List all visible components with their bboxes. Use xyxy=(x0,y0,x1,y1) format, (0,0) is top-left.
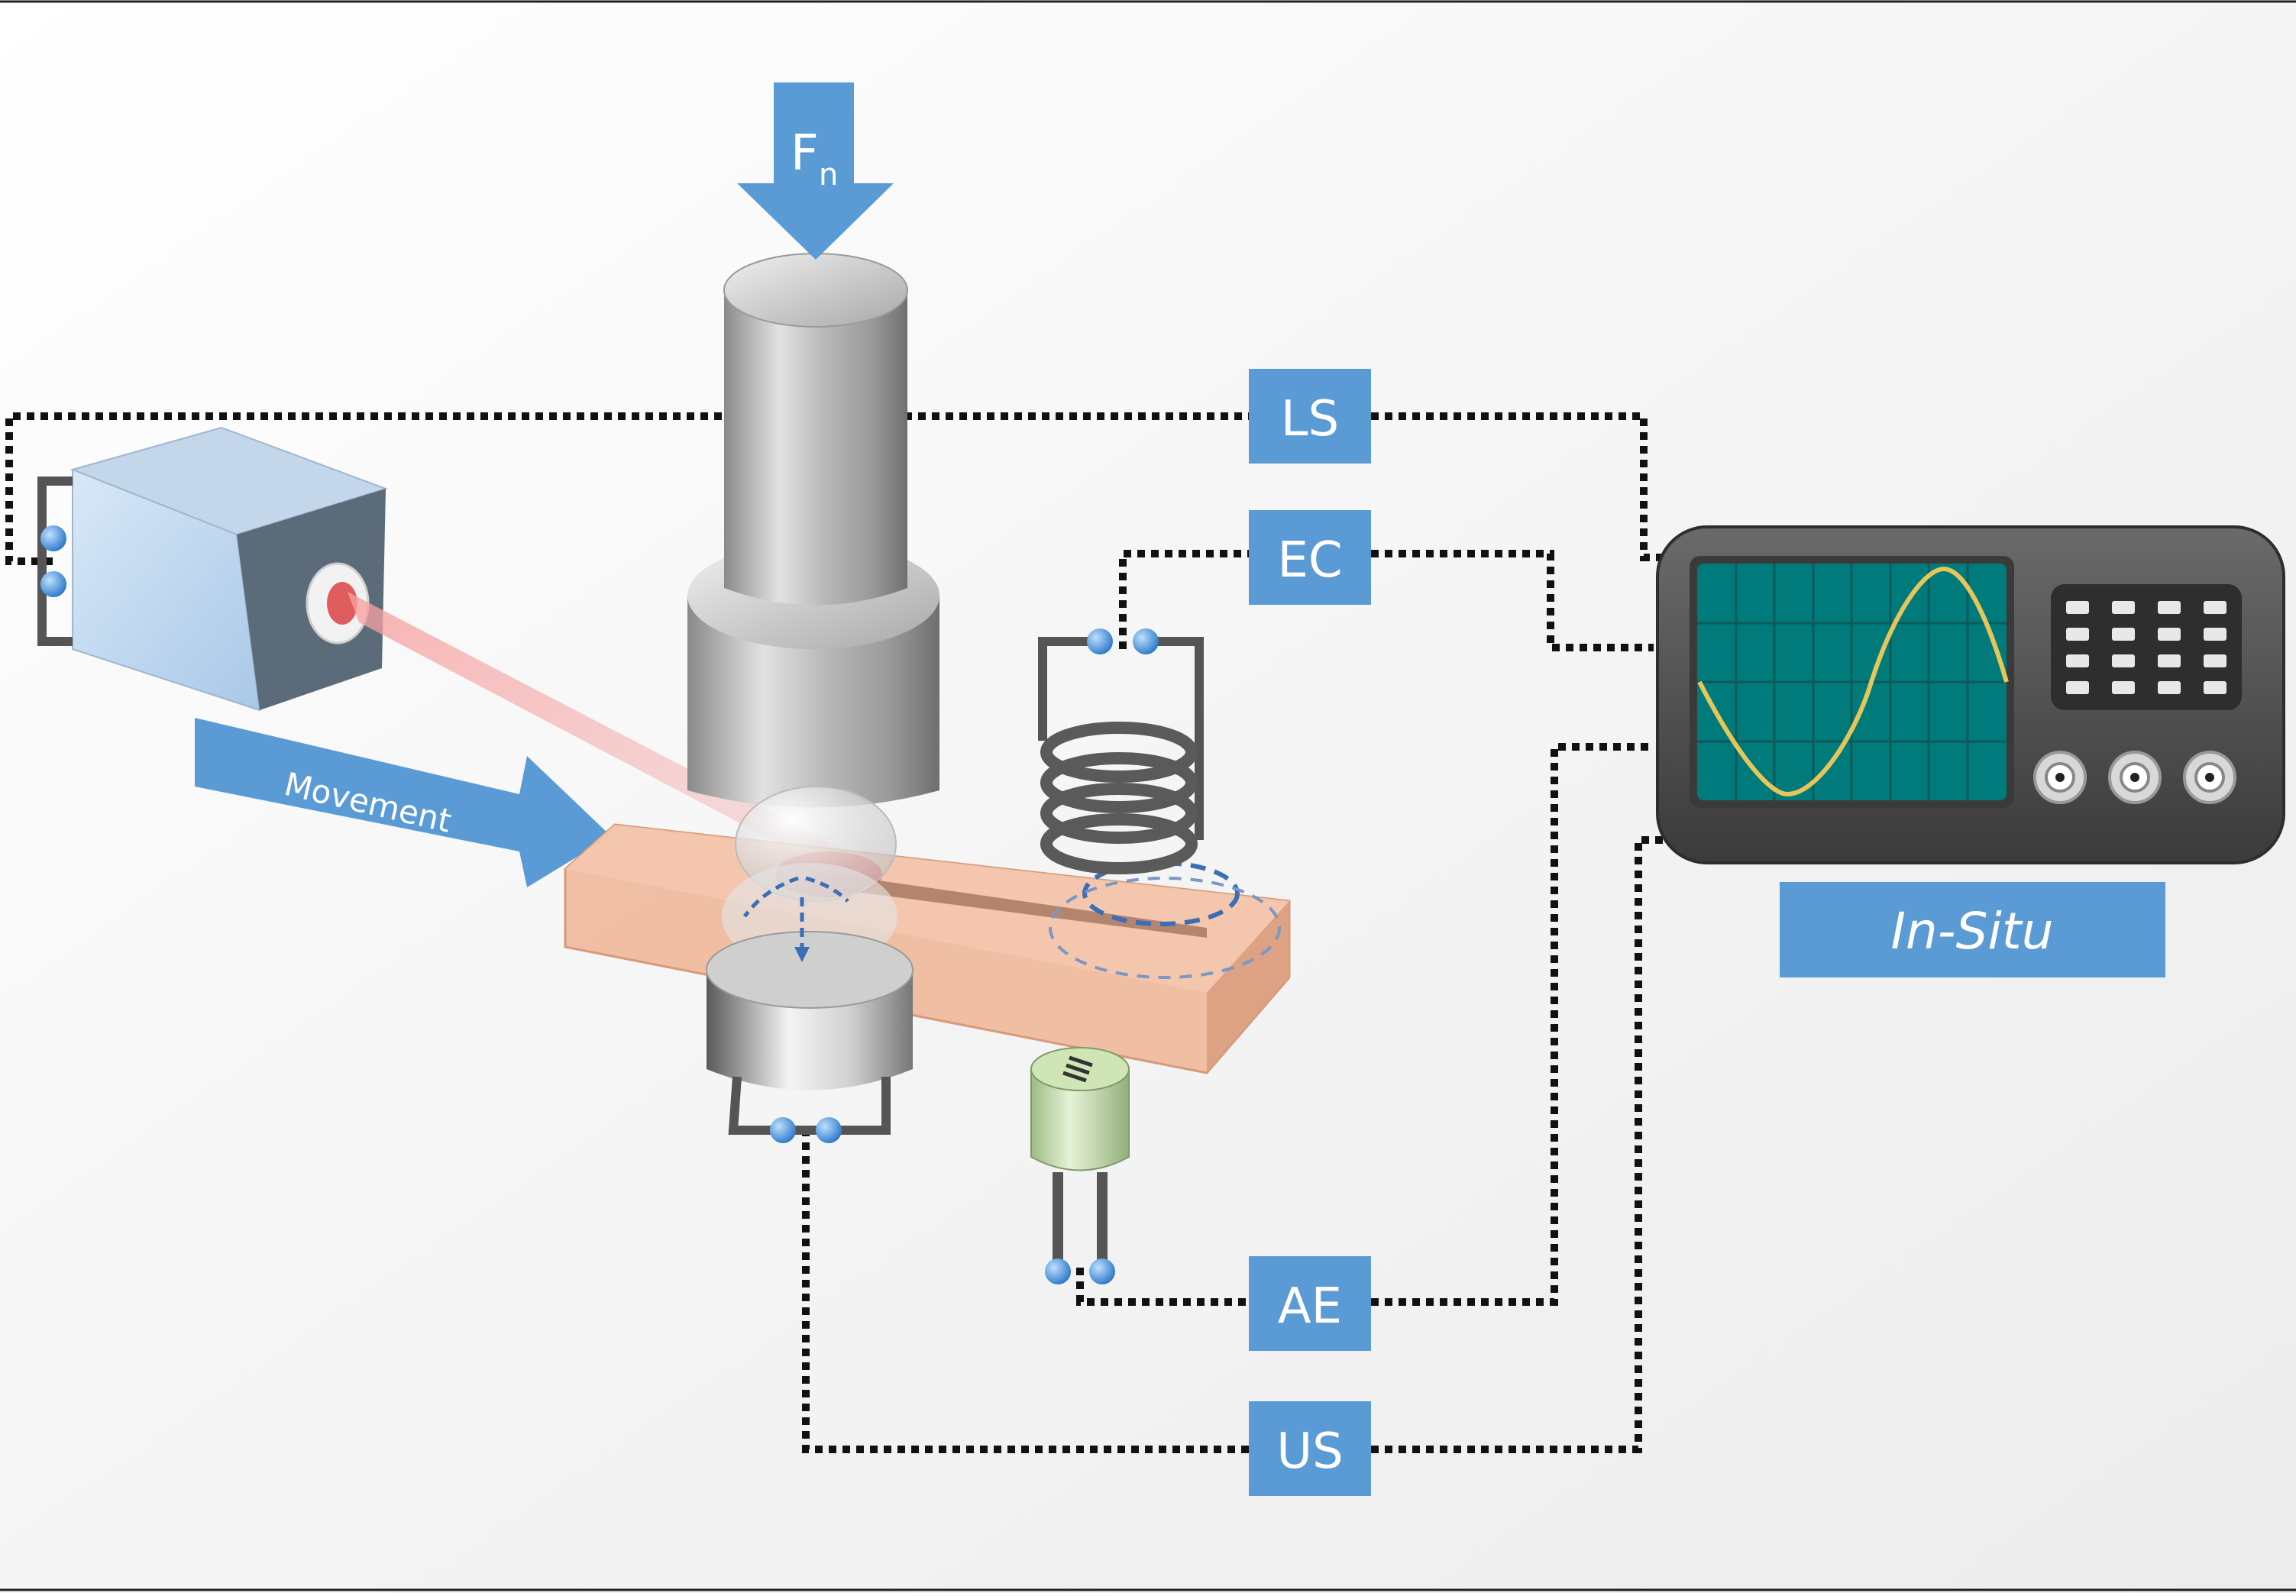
ls-wire-right xyxy=(1371,412,1669,561)
laser-sensor-icon xyxy=(37,426,389,712)
ec-wire xyxy=(1119,550,1249,649)
ae-label: AE xyxy=(1278,1278,1342,1335)
us-wire xyxy=(802,1129,1249,1453)
label-box-us: US xyxy=(1249,1401,1371,1496)
ae-wire-right xyxy=(1371,743,1654,1306)
force-arrow-icon: F n xyxy=(737,82,894,260)
contact-arrow-head xyxy=(794,947,810,962)
ls-wire-left xyxy=(5,412,722,565)
ec-label: EC xyxy=(1277,532,1342,589)
label-box-ls: LS xyxy=(1249,369,1371,464)
force-subscript: n xyxy=(819,157,838,192)
signal-trace xyxy=(1697,566,2009,797)
oscilloscope-icon xyxy=(1656,525,2285,864)
label-box-ae: AE xyxy=(1249,1256,1371,1351)
screen-grid xyxy=(1697,564,2007,800)
us-label: US xyxy=(1276,1423,1343,1480)
laser-beam xyxy=(348,592,852,882)
force-label: F xyxy=(791,125,819,182)
ec-wire-right xyxy=(1371,550,1654,651)
ae-wire xyxy=(1076,1268,1249,1306)
label-box-in-situ: In-Situ xyxy=(1780,882,2165,977)
keypad-buttons xyxy=(2066,601,2226,694)
tribometer-pin xyxy=(687,253,939,902)
label-box-ec: EC xyxy=(1249,510,1371,605)
ls-label: LS xyxy=(1281,391,1339,447)
acoustic-emission-sensor-icon xyxy=(1030,1047,1130,1284)
contact-arrows xyxy=(742,876,849,947)
ultrasonic-transducer-icon xyxy=(706,863,914,1143)
keypad xyxy=(2051,584,2242,710)
bnc-connectors xyxy=(2033,751,2236,804)
in-situ-label: In-Situ xyxy=(1890,902,2053,961)
eddy-current-coil-icon xyxy=(1038,628,1204,874)
